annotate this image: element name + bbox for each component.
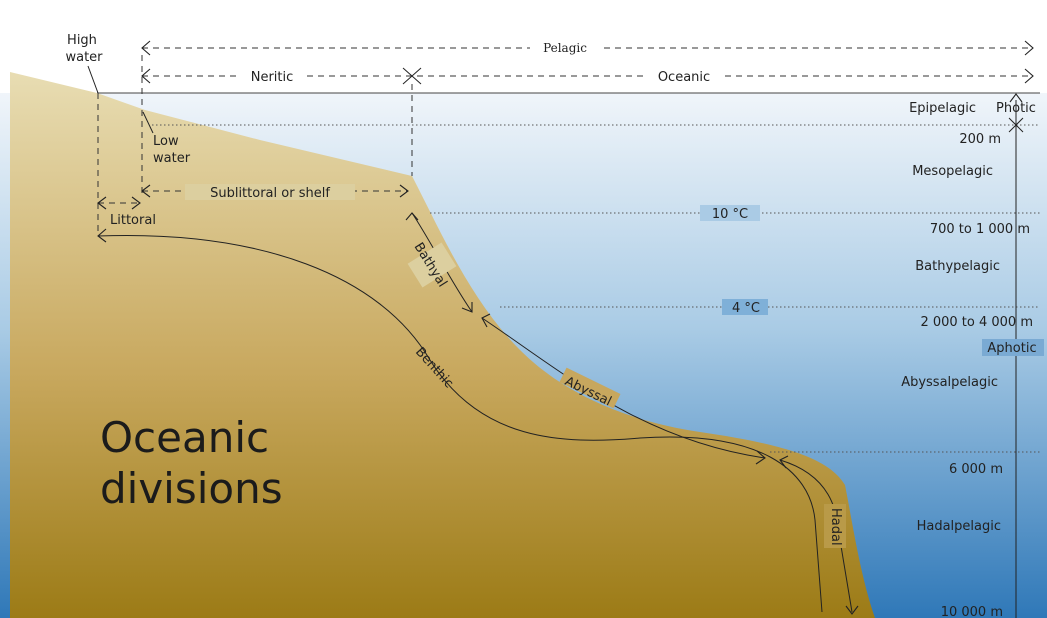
temp-10c-label: 10 °C bbox=[712, 207, 748, 222]
aphotic-label: Aphotic bbox=[987, 341, 1036, 356]
low-water-label: Low bbox=[153, 134, 179, 149]
abyssalpelagic-label: Abyssalpelagic bbox=[901, 375, 998, 390]
depth-700-1000m-label: 700 to 1 000 m bbox=[930, 222, 1030, 237]
epipelagic-label: Epipelagic bbox=[909, 101, 976, 116]
depth-6000m-label: 6 000 m bbox=[949, 462, 1003, 477]
title-line-1: Oceanic bbox=[100, 413, 269, 462]
depth-2000-4000m-label: 2 000 to 4 000 m bbox=[920, 315, 1033, 330]
oceanic-label: Oceanic bbox=[658, 70, 710, 85]
mesopelagic-label: Mesopelagic bbox=[912, 164, 993, 179]
depth-200m-label: 200 m bbox=[959, 132, 1001, 147]
hadalpelagic-label: Hadalpelagic bbox=[917, 519, 1001, 534]
high-water-label: High bbox=[67, 33, 97, 48]
svg-text:water: water bbox=[65, 50, 103, 65]
bathypelagic-label: Bathypelagic bbox=[915, 259, 1000, 274]
seafloor-land bbox=[10, 72, 875, 618]
photic-label: Photic bbox=[996, 101, 1036, 116]
hadal-label: Hadal bbox=[828, 508, 843, 546]
neritic-label: Neritic bbox=[251, 70, 294, 85]
depth-10000m-label: 10 000 m bbox=[941, 605, 1003, 618]
sublittoral-label: Sublittoral or shelf bbox=[210, 186, 330, 201]
pelagic-label: Pelagic bbox=[543, 41, 587, 55]
littoral-label: Littoral bbox=[110, 213, 156, 228]
title-line-2: divisions bbox=[100, 464, 283, 513]
benthic-curve bbox=[97, 234, 823, 613]
svg-text:water: water bbox=[153, 151, 191, 166]
temp-4c-label: 4 °C bbox=[732, 301, 760, 316]
